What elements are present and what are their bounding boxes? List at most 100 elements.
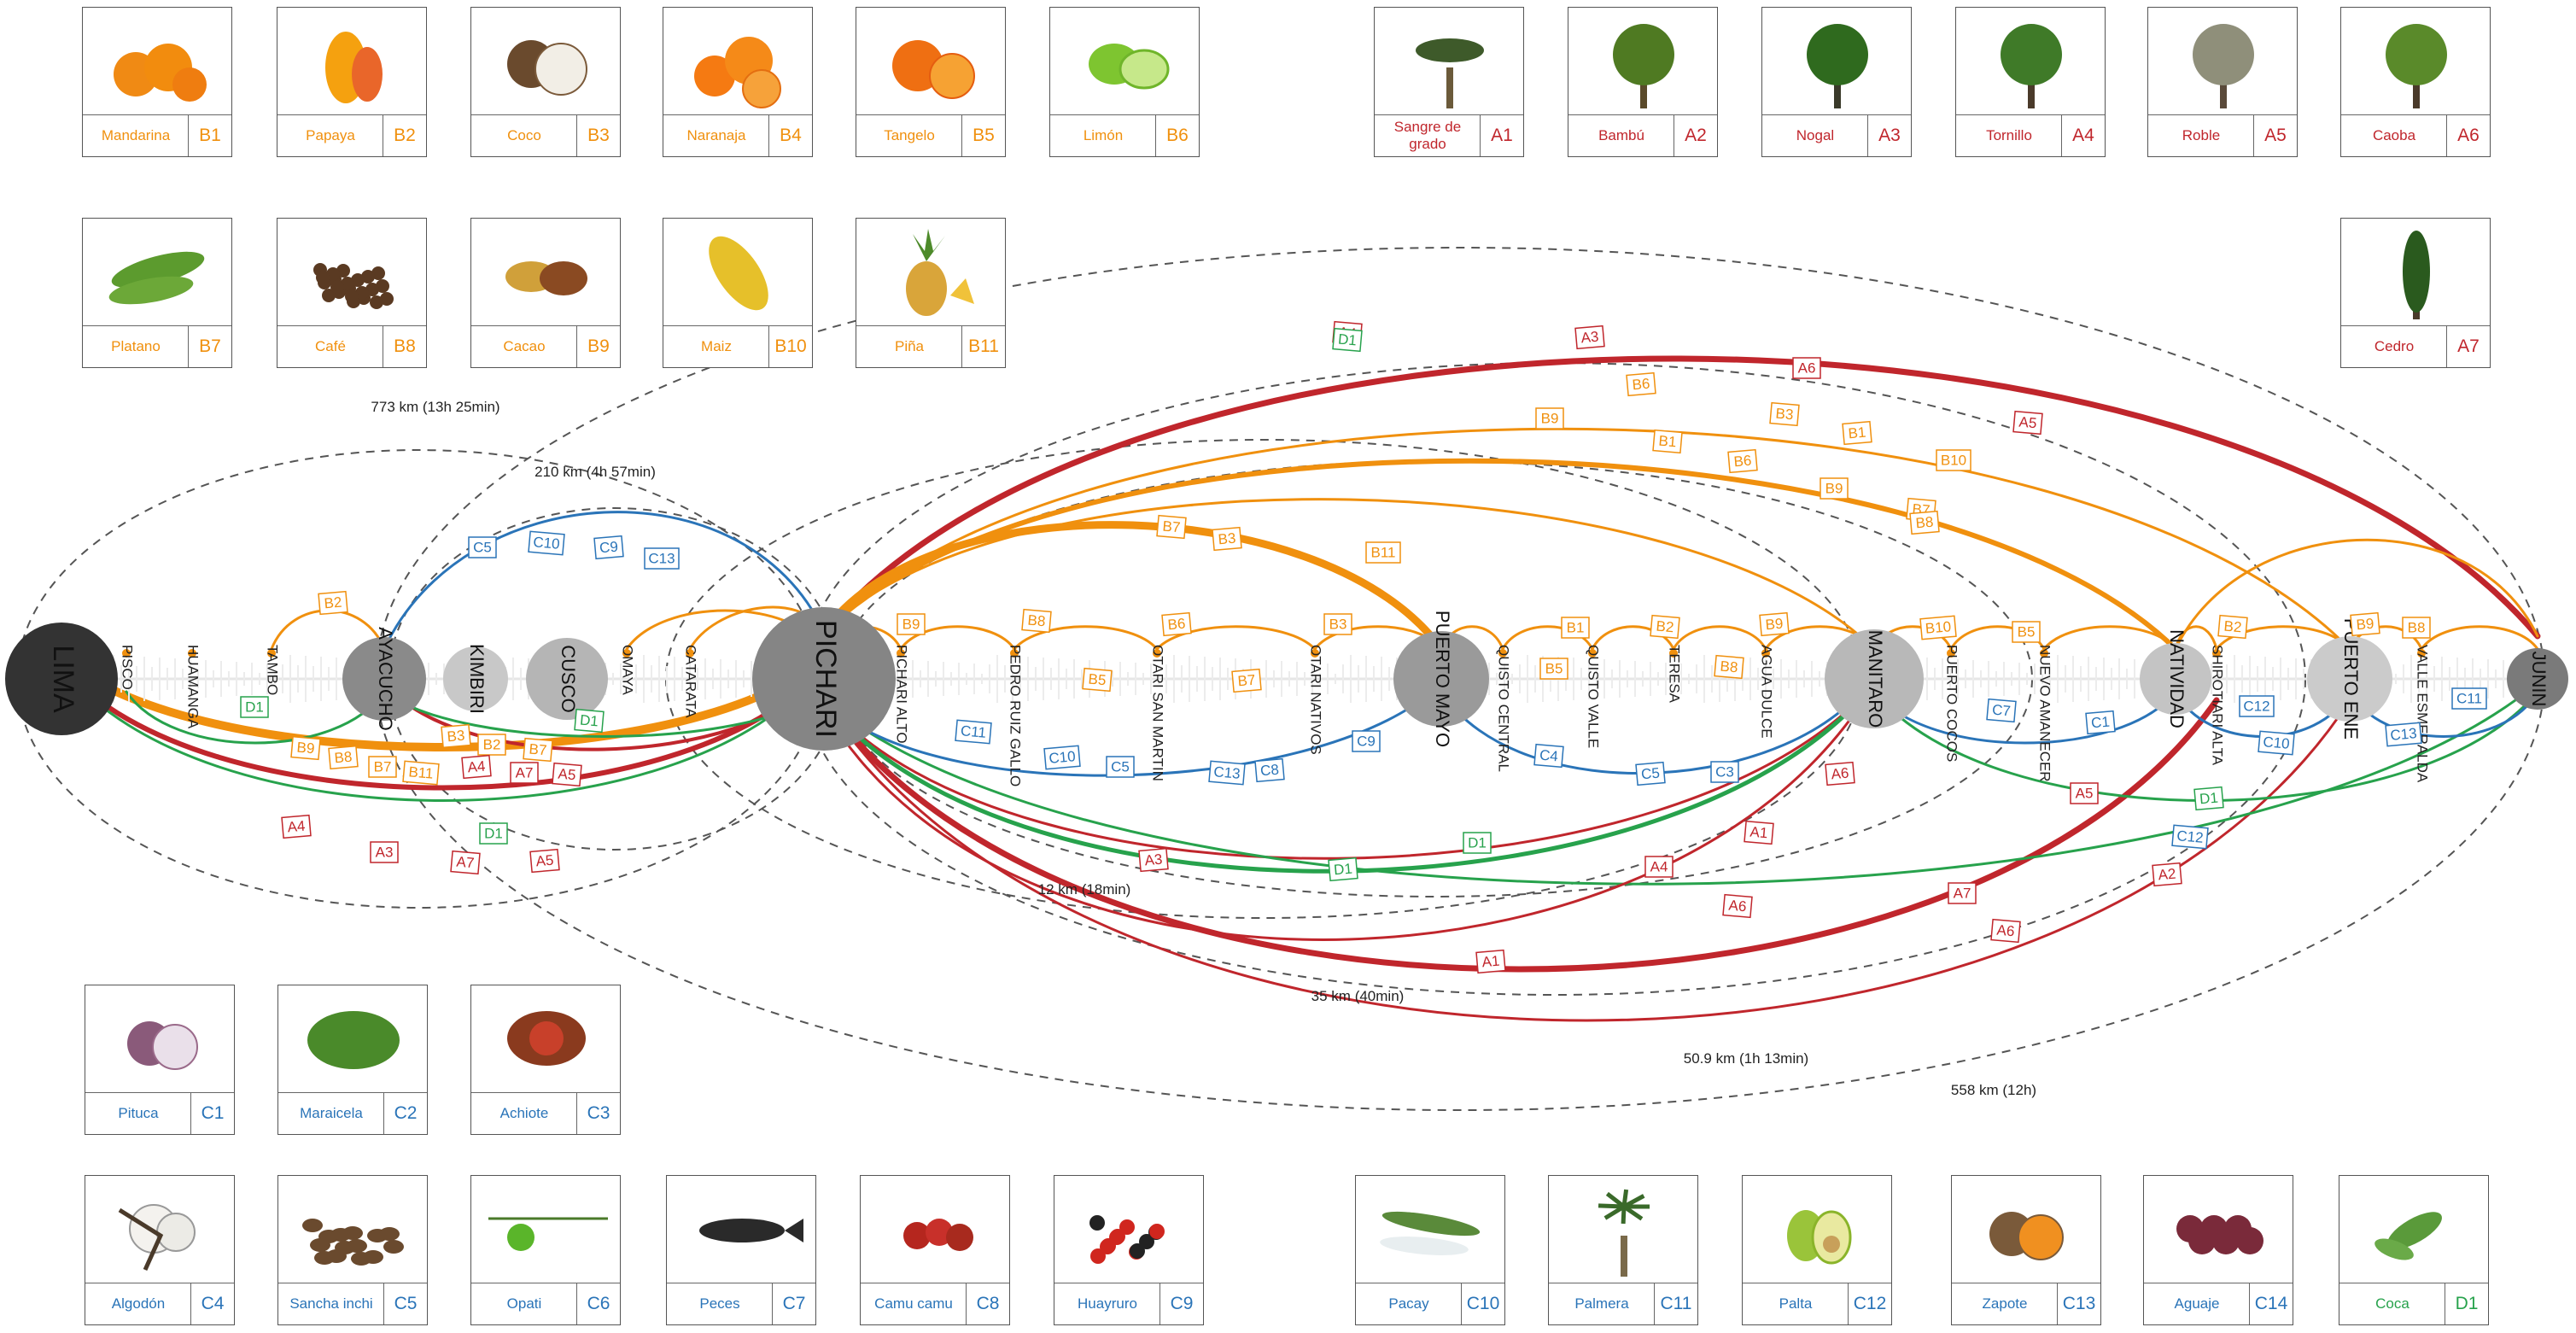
route-tag-box (1990, 918, 2021, 944)
route-tag: D1 (574, 708, 605, 734)
route-tag-box (2402, 617, 2431, 639)
route-tag-box (1744, 820, 1774, 845)
camu-camu-icon (903, 1219, 973, 1251)
route-tag-box (1769, 401, 1800, 427)
route-tag: C4 (1533, 743, 1564, 769)
route-tag-box (1082, 667, 1113, 693)
route-tag: A5 (2070, 782, 2099, 804)
pineapple-icon (906, 229, 974, 316)
route-tag-box (1842, 420, 1872, 446)
stop-dot (1311, 649, 1319, 658)
zapote-icon (1989, 1212, 2064, 1260)
route-tag: B2 (1650, 614, 1680, 640)
legend-card-code: A3 (1867, 115, 1911, 156)
dragon-tree-icon (1416, 38, 1484, 108)
legend-card-code: C5 (383, 1283, 427, 1324)
route-tag-box (1328, 857, 1358, 882)
trade-route (2174, 538, 2539, 651)
town-node-cusco (526, 638, 608, 720)
legend-card-code: C13 (2057, 1283, 2100, 1324)
corn-icon (709, 236, 768, 311)
route-tag-label: B11 (408, 763, 435, 781)
route-tag-label: A3 (1144, 851, 1163, 869)
route-tag-box (368, 756, 397, 778)
route-tag: A1 (1475, 949, 1506, 974)
legend-card-name: Mandarina (101, 127, 171, 143)
route-tag: A4 (281, 814, 312, 839)
legend-card-code: B10 (768, 326, 812, 367)
legend-card-name: Palta (1779, 1295, 1813, 1312)
trade-route (1872, 690, 2177, 745)
trade-route (822, 498, 1876, 651)
route-tag-label: D1 (2199, 790, 2218, 808)
oak-tree-icon (2193, 24, 2254, 108)
legend-card-name: Café (315, 338, 346, 354)
legend-card-code: A2 (1674, 115, 1717, 156)
route-tag-box (529, 848, 560, 874)
route-tag-box (2152, 862, 2182, 887)
town-label-junin: JUNIN (2528, 652, 2550, 707)
route-tag-box (461, 754, 492, 780)
route-tag: C7 (1986, 698, 2017, 723)
legend-card-name: Limón (1083, 127, 1124, 143)
legend-card-name: Tangelo (884, 127, 935, 143)
trade-route (1672, 625, 1767, 651)
route-tag: C9 (593, 535, 624, 560)
route-tag-label: A6 (1728, 897, 1747, 915)
route-tag: B1 (1652, 429, 1683, 454)
town-node-manitaro (1825, 629, 1924, 728)
legend-card-code: C11 (1654, 1283, 1697, 1324)
route-tag: B8 (328, 745, 359, 770)
route-tag-label: B10 (1941, 452, 1966, 468)
huayruro-icon (1089, 1215, 1165, 1264)
route-tag-label: B9 (296, 740, 315, 757)
route-tag-box (1106, 756, 1135, 778)
trade-route (821, 355, 2541, 640)
route-tag: C13 (2385, 722, 2422, 747)
distance-label: 35 km (40min) (1311, 988, 1405, 1004)
legend-card-code: B7 (188, 326, 231, 367)
stop-dot (1498, 649, 1507, 658)
route-tag-label: C8 (1259, 762, 1279, 780)
legend-card-code: B3 (576, 115, 620, 156)
route-tag: A4 (1644, 856, 1674, 878)
legend-card-name: Caoba (2372, 127, 2416, 143)
route-tag-box (1323, 613, 1352, 635)
route-tag: B1 (1842, 420, 1872, 446)
route-tag-label: B2 (483, 736, 501, 752)
route-tag-label: A6 (1798, 360, 1816, 376)
route-tag-box (523, 737, 553, 763)
route-tag: A7 (510, 762, 539, 784)
town-label-kimbiri: KIMBIRI (466, 644, 488, 714)
stop-dot (1010, 649, 1019, 658)
route-tag: D1 (1328, 857, 1358, 882)
avocado-icon (1787, 1210, 1852, 1265)
route-tag-label: D1 (1337, 331, 1357, 349)
route-tag-label: B7 (1162, 518, 1181, 536)
route-tag-box (1539, 658, 1568, 680)
route-tag-label: C13 (1213, 763, 1241, 782)
town-label-pichari: PICHARI (809, 620, 842, 738)
route-tag-label: A7 (516, 764, 534, 781)
trade-route (60, 664, 826, 802)
route-tag-box (1574, 324, 1605, 350)
route-tag: A5 (529, 848, 560, 874)
route-tag-label: A3 (1580, 329, 1599, 347)
